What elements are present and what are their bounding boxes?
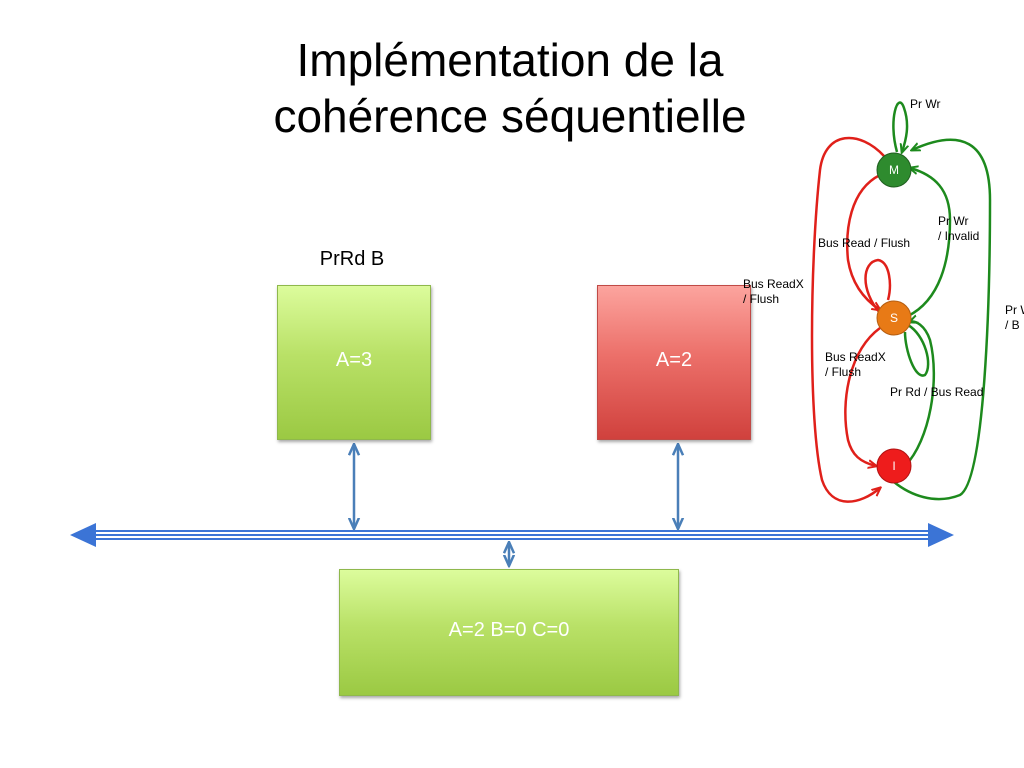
- transition-i-to-m: [893, 138, 992, 501]
- transition-m-to-s: [846, 173, 880, 310]
- label-m-self: Pr Wr: [910, 97, 941, 111]
- transition-s-to-i: [844, 326, 881, 466]
- cache-1-value: A=3: [335, 349, 373, 371]
- slide-title-line-2: cohérence séquentielle: [273, 90, 747, 142]
- bus-arrow-right: [928, 523, 954, 547]
- label-s-to-i: Bus ReadX / Flush: [825, 350, 886, 380]
- slide-title: Implémentation de la cohérence séquentie…: [160, 32, 860, 144]
- transition-s-self: [903, 323, 930, 377]
- label-s-to-i-line-1: Bus ReadX: [825, 350, 886, 364]
- slide-title-line-1: Implémentation de la: [296, 34, 724, 86]
- system-bus: [70, 523, 954, 547]
- memory-value: A=2 B=0 C=0: [448, 619, 570, 641]
- cache-2: A=2: [597, 285, 751, 440]
- label-i-to-m-line-1: Pr W: [1005, 303, 1024, 317]
- label-i-to-s: Pr Rd / Bus Read: [890, 385, 984, 399]
- state-i-label: I: [892, 459, 895, 473]
- cache-1: A=3: [277, 285, 431, 440]
- transition-i-to-s: [904, 322, 936, 467]
- state-s: S: [876, 300, 912, 336]
- state-m-label: M: [889, 163, 899, 177]
- label-s-to-m-line-1: Pr Wr: [938, 214, 969, 228]
- label-s-to-m-line-2: / Invalid: [938, 229, 980, 243]
- state-m: M: [876, 152, 912, 188]
- main-memory: A=2 B=0 C=0: [339, 569, 679, 696]
- label-i-to-m-line-2: / B: [1005, 318, 1020, 332]
- fsm-transitions: [810, 101, 992, 503]
- label-m-to-i-line-2: / Flush: [743, 292, 780, 306]
- state-s-label: S: [890, 311, 898, 325]
- transition-m-self: [892, 101, 907, 152]
- label-m-to-s: Bus Read / Flush: [818, 236, 911, 250]
- transition-m-to-i: [810, 136, 885, 503]
- fsm-states: M S I: [876, 152, 912, 484]
- label-s-to-i-line-2: / Flush: [825, 365, 862, 379]
- request-label: PrRd B: [319, 248, 385, 270]
- transition-s-to-m: [908, 168, 952, 318]
- label-s-to-m: Pr Wr / Invalid: [938, 214, 979, 244]
- cache-2-value: A=2: [655, 349, 693, 371]
- transition-s-self-red: [864, 258, 892, 314]
- label-m-to-i: Bus ReadX / Flush: [743, 277, 804, 307]
- state-i: I: [876, 448, 912, 484]
- bus-arrow-left: [70, 523, 96, 547]
- label-m-to-i-line-1: Bus ReadX: [743, 277, 804, 291]
- label-i-to-m: Pr W / B: [1005, 303, 1024, 333]
